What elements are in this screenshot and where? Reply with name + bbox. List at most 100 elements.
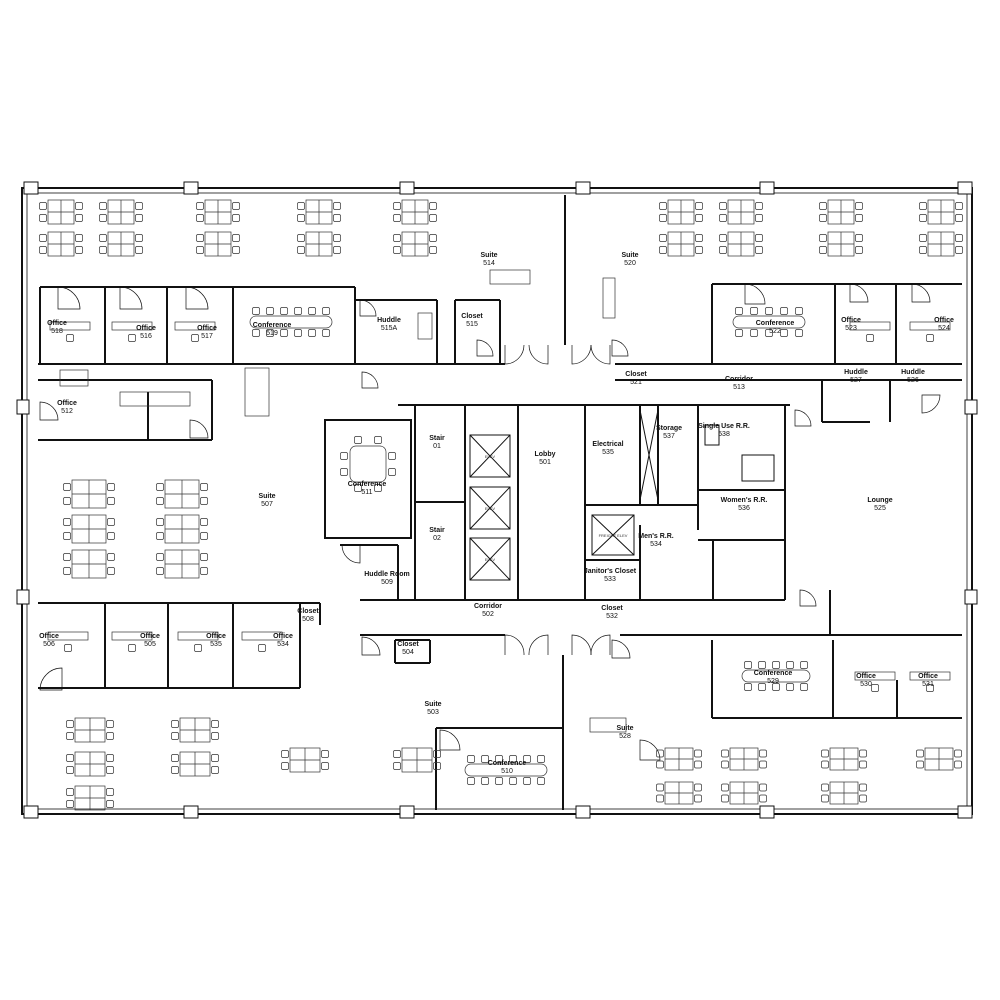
chair <box>780 307 788 315</box>
chair <box>821 749 829 758</box>
interior-walls <box>38 195 962 810</box>
chair <box>232 202 240 210</box>
chair <box>772 683 780 691</box>
room-name: Office <box>47 320 67 327</box>
chair <box>759 749 767 758</box>
chair <box>297 246 305 254</box>
chair <box>659 246 667 254</box>
chair <box>63 518 71 526</box>
chair <box>509 777 517 785</box>
chair <box>495 777 503 785</box>
chair <box>388 468 396 476</box>
room-name: Electrical <box>592 441 623 448</box>
chair <box>537 755 545 763</box>
room-name: Office <box>934 317 954 324</box>
room-number: 501 <box>539 459 551 466</box>
chair <box>64 644 72 652</box>
chair <box>800 683 808 691</box>
chair <box>467 777 475 785</box>
chair <box>759 760 767 769</box>
elevator-label: ELEV <box>485 454 496 459</box>
room-number: 524 <box>938 325 950 332</box>
suite-desk <box>489 269 531 285</box>
chair <box>656 783 664 792</box>
elevator-labels: ELEV ELEV ELEV FREIGHT ELEV <box>485 454 628 562</box>
chair <box>954 749 962 758</box>
chair <box>39 202 47 210</box>
chair <box>429 214 437 222</box>
chair <box>39 214 47 222</box>
chair <box>63 567 71 575</box>
room-name: Office <box>856 673 876 680</box>
chair <box>39 246 47 254</box>
room-name: Conference <box>756 320 795 327</box>
chair <box>200 483 208 491</box>
chair <box>954 760 962 769</box>
chair <box>859 749 867 758</box>
room-name: Storage <box>656 425 682 432</box>
chair <box>333 214 341 222</box>
chair <box>156 483 164 491</box>
chair <box>821 783 829 792</box>
chair <box>695 234 703 242</box>
chair <box>750 329 758 337</box>
room-number: 517 <box>201 333 213 340</box>
chair <box>156 532 164 540</box>
chair <box>393 202 401 210</box>
room-number: 518 <box>51 328 63 335</box>
chair <box>191 334 199 342</box>
chair <box>859 760 867 769</box>
chair <box>765 329 773 337</box>
room-number: 521 <box>630 379 642 386</box>
chair <box>795 329 803 337</box>
chair <box>322 329 330 337</box>
room-name: Closet <box>461 313 483 320</box>
chair <box>171 732 179 740</box>
doors <box>39 283 941 761</box>
chair <box>786 661 794 669</box>
chair <box>63 532 71 540</box>
chair <box>393 246 401 254</box>
chair <box>695 202 703 210</box>
room-name: Single Use R.R. <box>698 423 750 430</box>
room-number: 536 <box>738 505 750 512</box>
room-number: 515A <box>381 325 398 332</box>
chair <box>523 777 531 785</box>
office-desk <box>241 631 283 641</box>
room-number: 527 <box>850 377 862 384</box>
room-number: 510 <box>501 768 513 775</box>
room-name: Closet <box>397 641 419 648</box>
room-number: 523 <box>845 325 857 332</box>
chair <box>266 307 274 315</box>
chair <box>258 644 266 652</box>
chair <box>694 760 702 769</box>
chair <box>819 246 827 254</box>
elevator-cabs <box>469 409 775 581</box>
chair <box>523 755 531 763</box>
room-name: Suite <box>616 725 633 732</box>
conference-table <box>349 445 387 483</box>
chair <box>926 334 934 342</box>
chair <box>759 783 767 792</box>
chair <box>919 234 927 242</box>
room-name: Huddle <box>377 317 401 324</box>
office-desk <box>111 321 153 331</box>
chair <box>719 202 727 210</box>
chair <box>106 766 114 774</box>
chair <box>744 661 752 669</box>
room-number: 514 <box>483 260 495 267</box>
room-name: Office <box>841 317 861 324</box>
room-name: Closet <box>601 605 623 612</box>
chair <box>855 246 863 254</box>
office-desk <box>111 631 153 641</box>
chair <box>135 214 143 222</box>
room-name: Janitor's Closet <box>584 568 637 575</box>
chair <box>211 754 219 762</box>
room-number: 534 <box>277 641 289 648</box>
chair <box>354 436 362 444</box>
room-number: 505 <box>144 641 156 648</box>
chair <box>252 329 260 337</box>
conference-table <box>732 315 806 329</box>
room-number: 528 <box>619 733 631 740</box>
chair <box>99 234 107 242</box>
